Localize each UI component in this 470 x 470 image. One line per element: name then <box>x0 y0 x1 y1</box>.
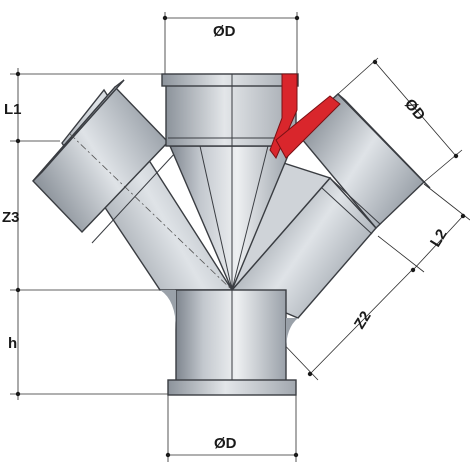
h-label: h <box>8 335 17 352</box>
dimension-lines <box>10 12 470 462</box>
top-diameter-label: ØD <box>213 23 236 40</box>
l2-label: L2 <box>427 226 451 250</box>
l1-label: L1 <box>4 101 22 118</box>
bottom-diameter-label: ØD <box>214 435 237 452</box>
cut-section <box>269 73 341 159</box>
right-branch-pipe <box>230 93 431 319</box>
dimension-labels: ØD ØD L1 Z3 h ØD L2 Z2 <box>2 23 451 452</box>
main-vertical-pipe <box>160 73 299 396</box>
left-branch-pipe <box>32 79 234 291</box>
z3-label: Z3 <box>2 209 20 226</box>
z2-label: Z2 <box>351 308 375 332</box>
